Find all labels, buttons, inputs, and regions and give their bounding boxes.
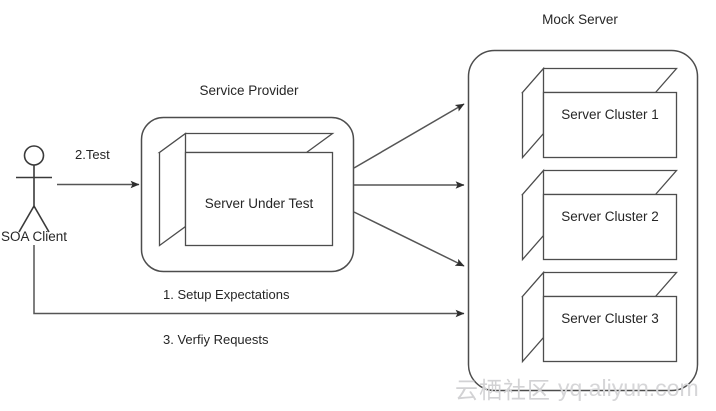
flow-verify-arrow [33, 245, 465, 318]
actor-leg-left-icon [18, 205, 35, 233]
server-cluster-1-box [521, 66, 678, 160]
service-provider-title: Service Provider [199, 83, 299, 98]
server-under-test-box [157, 132, 335, 247]
server-cluster-2-box [521, 168, 678, 262]
flow-provider-to-cluster1-arrow [353, 103, 465, 169]
service-provider-container [140, 116, 355, 273]
flow-test-label: 2.Test [75, 147, 110, 162]
flow-provider-to-cluster3-arrow [353, 211, 465, 267]
flow-verify-requests-label: 3. Verfiy Requests [163, 332, 269, 347]
flow-setup-expectations-label: 1. Setup Expectations [163, 287, 290, 302]
server-cluster-1-label: Server Cluster 1 [561, 107, 659, 122]
soa-client-label: SOA Client [1, 229, 67, 244]
server-cluster-2-label: Server Cluster 2 [561, 209, 659, 224]
actor-head-icon [23, 145, 45, 166]
server-cluster-3-label: Server Cluster 3 [561, 311, 659, 326]
actor-leg-right-icon [33, 205, 50, 233]
server-under-test-label: Server Under Test [205, 196, 314, 211]
soa-client-actor [16, 145, 52, 233]
server-cluster-3-box [521, 270, 678, 364]
mock-server-title: Mock Server [542, 12, 618, 27]
mock-server-container [467, 49, 699, 392]
